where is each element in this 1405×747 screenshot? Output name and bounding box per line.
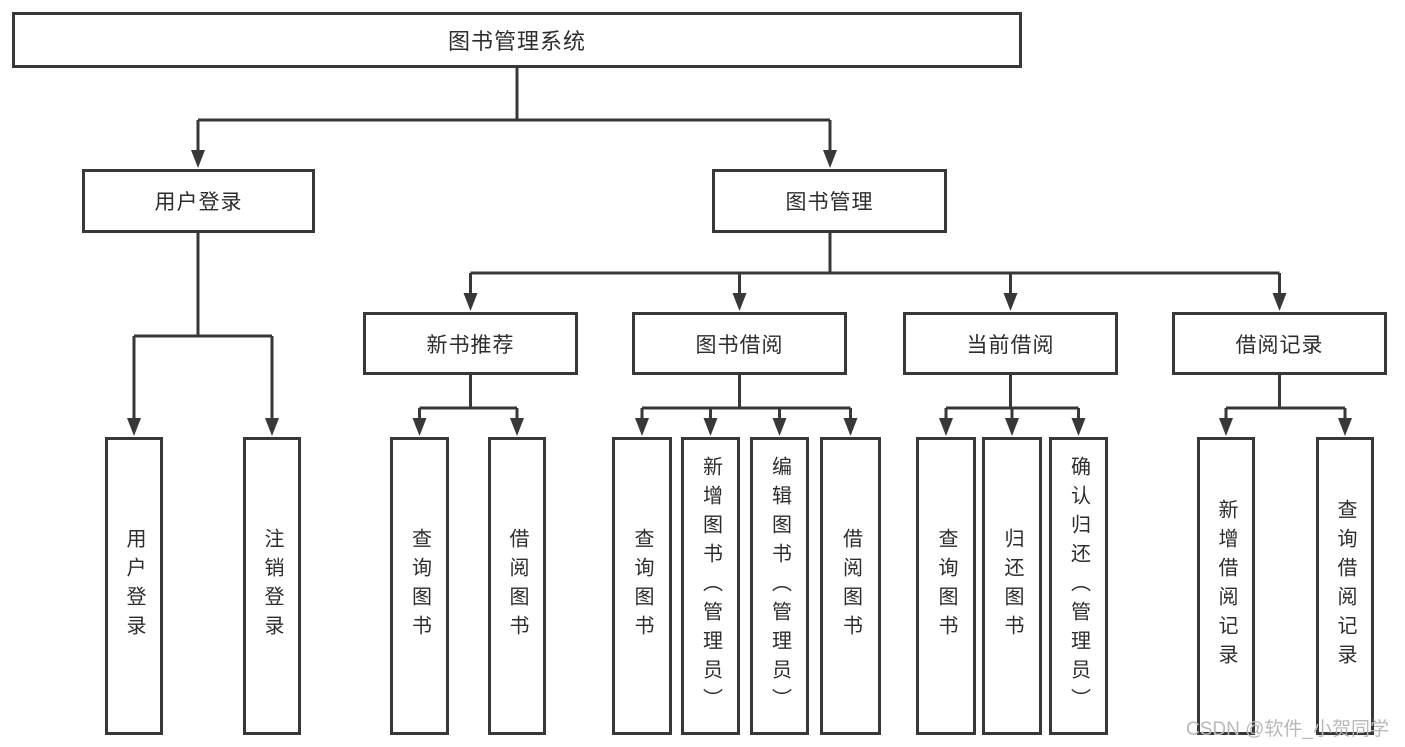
leaf-return-books: 归还图书: [982, 437, 1042, 735]
arrow-down-icon: [1005, 418, 1019, 436]
connector-records-to-leaves: [1224, 375, 1347, 421]
csdn-watermark: CSDN @软件_小贺同学: [1186, 719, 1389, 740]
leaf-borrow-books-borrowing: 借阅图书: [820, 437, 881, 735]
leaf-query-books-newbooks: 查询图书: [390, 437, 449, 735]
node-book-management: 图书管理: [712, 169, 947, 233]
arrow-down-icon: [939, 418, 953, 436]
arrow-down-icon: [510, 418, 524, 436]
leaf-add-books-admin: 新增图书（管理员）: [681, 437, 740, 735]
connector-borrowing-to-leaves: [640, 375, 852, 421]
connector-bookmgmt-to-level3: [469, 233, 1281, 296]
arrow-down-icon: [635, 418, 649, 436]
node-new-book-recommend: 新书推荐: [363, 312, 578, 375]
arrow-down-icon: [1071, 418, 1086, 436]
connector-userlogin-to-leaves: [132, 233, 274, 421]
leaf-query-books-borrowing: 查询图书: [612, 437, 672, 735]
node-borrow-records: 借阅记录: [1172, 312, 1387, 375]
arrow-down-icon: [1219, 418, 1233, 436]
leaf-add-borrow-record: 新增借阅记录: [1197, 437, 1255, 735]
leaf-borrow-books-newbooks: 借阅图书: [488, 437, 546, 735]
arrow-down-icon: [463, 293, 478, 311]
leaf-query-borrow-record: 查询借阅记录: [1316, 437, 1374, 735]
node-root-system: 图书管理系统: [12, 12, 1022, 68]
arrow-down-icon: [1272, 293, 1287, 311]
leaf-logout: 注销登录: [243, 437, 301, 735]
arrow-down-icon: [703, 418, 718, 436]
node-current-borrowing: 当前借阅: [903, 312, 1118, 375]
connector-newbooks-to-leaves: [418, 375, 519, 421]
arrow-down-icon: [1003, 293, 1018, 311]
arrow-down-icon: [1338, 418, 1352, 436]
node-book-borrowing: 图书借阅: [632, 312, 847, 375]
arrow-down-icon: [823, 150, 837, 168]
arrow-down-icon: [127, 418, 141, 436]
arrow-down-icon: [772, 418, 787, 436]
node-user-login: 用户登录: [82, 169, 315, 233]
leaf-confirm-return-admin: 确认归还（管理员）: [1049, 437, 1108, 735]
arrow-down-icon: [843, 418, 858, 436]
arrowheads: [127, 150, 1352, 436]
leaf-query-books-current: 查询图书: [916, 437, 976, 735]
arrow-down-icon: [265, 418, 279, 436]
arrow-down-icon: [732, 293, 747, 311]
leaf-edit-books-admin: 编辑图书（管理员）: [750, 437, 809, 735]
connector-current-to-leaves: [944, 375, 1080, 421]
arrow-down-icon: [191, 150, 205, 168]
connector-root-to-level2: [196, 68, 832, 153]
leaf-user-login: 用户登录: [105, 437, 163, 735]
arrow-down-icon: [412, 418, 427, 436]
